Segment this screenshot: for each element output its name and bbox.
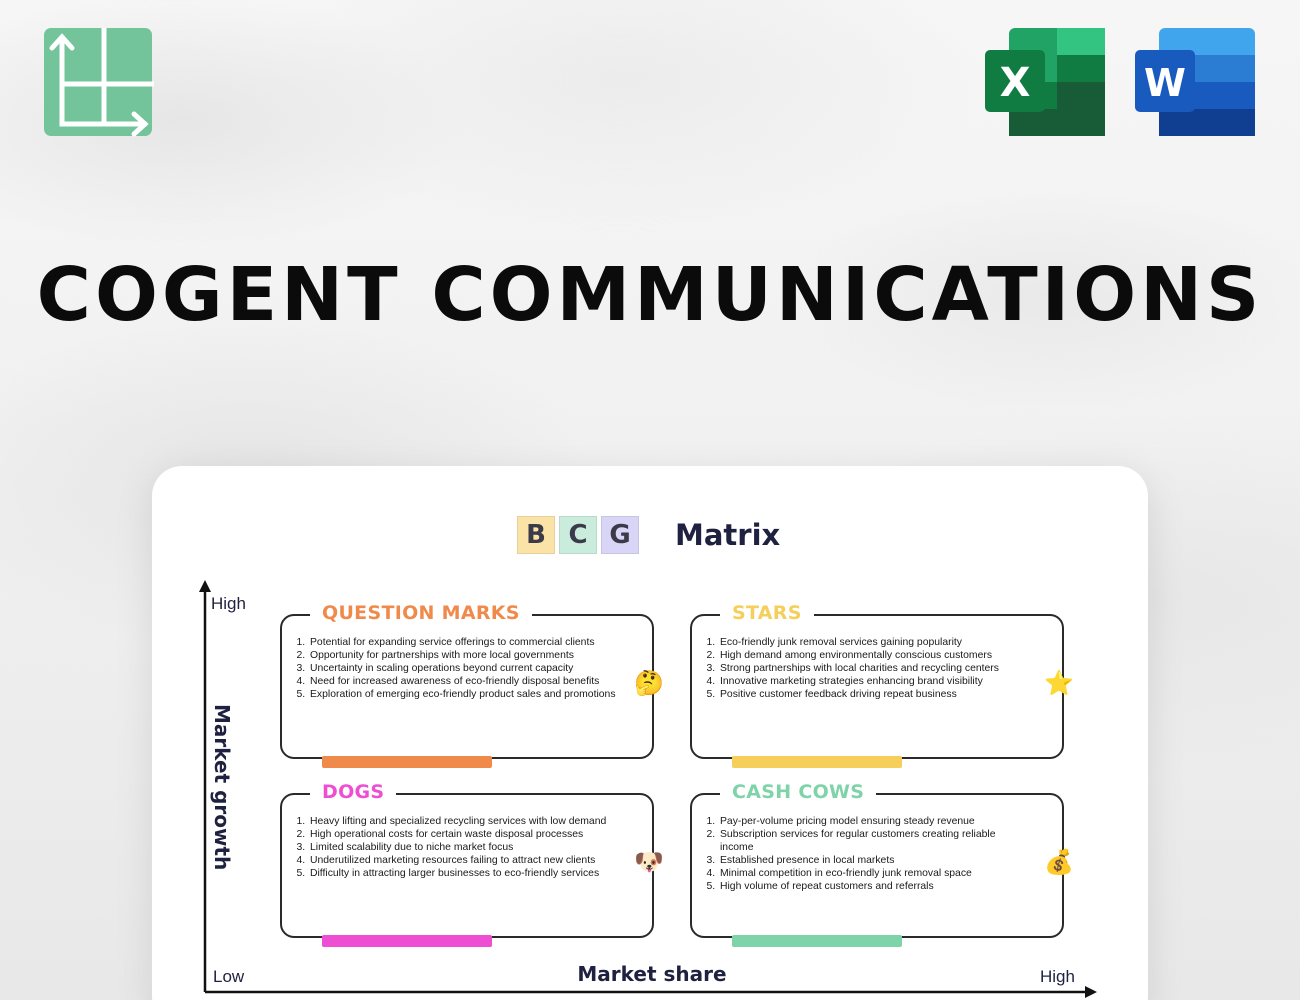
list-item: Potential for expanding service offering… [308,636,616,649]
quadrant-list: Eco-friendly junk removal services gaini… [716,636,1026,701]
y-axis-high-label: High [211,594,246,613]
x-axis-arrow [1085,986,1097,998]
list-item: Limited scalability due to niche market … [308,841,616,854]
excel-icon: X [985,28,1105,136]
word-letter: W [1144,61,1186,105]
list-item: Pay-per-volume pricing model ensuring st… [718,815,1026,828]
list-item: Underutilized marketing resources failin… [308,854,616,867]
list-item: Uncertainty in scaling operations beyond… [308,662,616,675]
x-axis-low-label: Low [213,967,245,986]
list-item: Opportunity for partnerships with more l… [308,649,616,662]
list-item: Difficulty in attracting larger business… [308,867,616,880]
quadrant-accent-bar [732,756,902,768]
axes [199,580,1097,998]
list-item: High demand among environmentally consci… [718,649,1026,662]
quadrant-title: STARS [720,602,814,624]
quadrant-title: DOGS [310,781,397,803]
quadrant-accent-bar [732,935,902,947]
thinking-face-icon: 🤔 [634,669,664,697]
list-item: High volume of repeat customers and refe… [718,880,1026,893]
dog-face-icon: 🐶 [634,848,664,876]
x-axis-label: Market share [577,962,727,986]
quadrant-accent-bar [322,935,492,947]
letter-tile-g: G [601,516,639,554]
list-item: Minimal competition in eco-friendly junk… [718,867,1026,880]
money-bag-icon: 💰 [1044,848,1074,876]
y-axis-arrow [199,580,211,592]
page-title: COGENT COMMUNICATIONS [36,252,1264,338]
quadrant-cash-cows: CASH COWS Pay-per-volume pricing model e… [690,781,1074,947]
quadrant-dogs: DOGS Heavy lifting and specialized recyc… [280,781,664,947]
matrix-heading: B C G Matrix [517,516,780,554]
quadrant-stars: STARS Eco-friendly junk removal services… [690,602,1074,768]
list-item: Established presence in local markets [718,854,1026,867]
list-item: Innovative marketing strategies enhancin… [718,675,1026,688]
word-icon: W [1135,28,1255,136]
quadrant-list: Pay-per-volume pricing model ensuring st… [716,815,1026,893]
quadrant-title: CASH COWS [720,781,877,803]
quadrant-question-marks: QUESTION MARKS Potential for expanding s… [280,602,664,768]
list-item: Heavy lifting and specialized recycling … [308,815,616,828]
y-axis-label: Market growth [210,704,234,871]
star-icon: ⭐ [1044,669,1074,697]
x-axis-high-label: High [1040,967,1075,986]
list-item: Eco-friendly junk removal services gaini… [718,636,1026,649]
list-item: Exploration of emerging eco-friendly pro… [308,688,616,701]
quadrant-list: Potential for expanding service offering… [306,636,616,701]
list-item: Positive customer feedback driving repea… [718,688,1026,701]
matrix-title: Matrix [675,518,781,552]
letter-tile-b: B [517,516,555,554]
bcg-matrix-card: B C G Matrix High Market growth Low Mark… [152,466,1148,1000]
quadrant-accent-bar [322,756,492,768]
list-item: Subscription services for regular custom… [718,828,1026,854]
list-item: High operational costs for certain waste… [308,828,616,841]
letter-tile-c: C [559,516,597,554]
list-item: Strong partnerships with local charities… [718,662,1026,675]
quadrant-list: Heavy lifting and specialized recycling … [306,815,616,880]
quadrant-title: QUESTION MARKS [310,602,532,624]
brand-logo-icon [44,28,154,137]
list-item: Need for increased awareness of eco-frie… [308,675,616,688]
excel-letter: X [1000,60,1031,106]
